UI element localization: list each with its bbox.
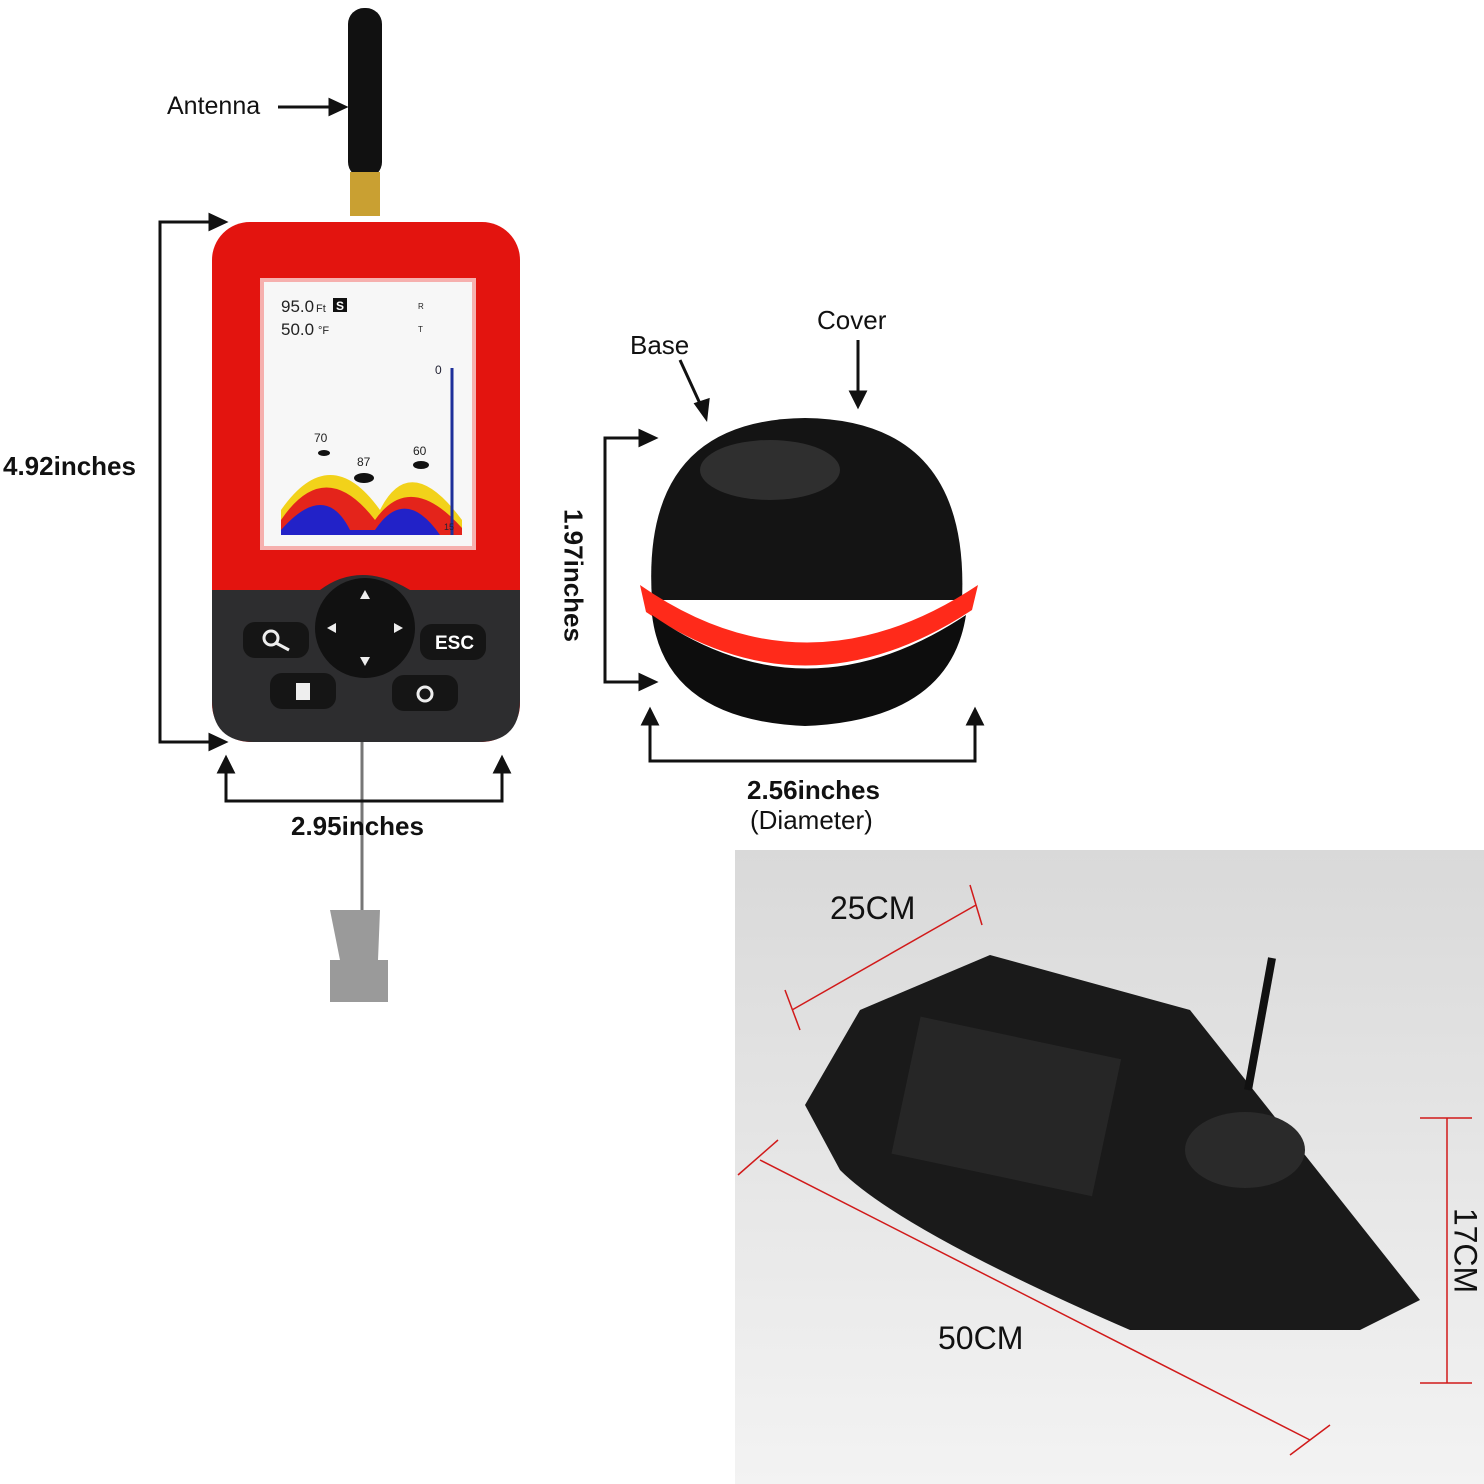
sonar-sensor <box>640 418 978 726</box>
fish-icon <box>413 461 429 469</box>
bait-boat <box>805 955 1420 1330</box>
temperature-readout: 50.0 <box>281 320 314 339</box>
fish-depth: 60 <box>413 444 427 458</box>
fish-icon <box>354 473 374 483</box>
sensor-dimension-lines <box>603 340 985 763</box>
antenna <box>348 8 382 216</box>
base-label: Base <box>630 330 690 360</box>
finder-height-label: 4.92inches <box>3 451 136 481</box>
transducer-battery-badge: T <box>418 325 423 334</box>
finder-width-label: 2.95inches <box>291 811 424 841</box>
scale-top: 0 <box>435 363 442 377</box>
antenna-label: Antenna <box>167 92 261 120</box>
menu-icon <box>296 683 310 700</box>
depth-unit: Ft <box>316 303 326 315</box>
esc-button[interactable] <box>420 624 486 660</box>
boat-width-label: 25CM <box>830 890 916 926</box>
dpad[interactable] <box>315 578 415 678</box>
temperature-unit: °F <box>318 325 329 337</box>
fish-depth: 87 <box>357 455 371 469</box>
lanyard-tag <box>330 910 388 1002</box>
mode-badge: S <box>336 299 344 313</box>
esc-label: ESC <box>435 633 474 654</box>
fish-finder-device <box>212 222 520 1002</box>
fish-icon <box>318 450 330 456</box>
diameter-note: (Diameter) <box>750 805 873 835</box>
boat-length-label: 50CM <box>938 1320 1024 1356</box>
power-button[interactable] <box>392 675 458 711</box>
bait-hopper <box>891 1016 1122 1197</box>
boat-dimension-lines <box>737 884 1472 1456</box>
mode-badge-bg <box>333 298 347 312</box>
remote-battery-badge: R <box>418 302 424 311</box>
zoom-icon <box>262 629 280 647</box>
boat-height-label: 17CM <box>1447 1207 1484 1294</box>
scale-bottom: 15 <box>444 522 454 532</box>
antenna-base <box>1185 1112 1305 1188</box>
sensor-diameter-label: 2.56inches <box>747 775 880 805</box>
cover-label: Cover <box>817 305 887 335</box>
finder-dimension-lines <box>158 212 512 803</box>
power-icon <box>416 685 434 703</box>
fish-depth: 70 <box>314 431 328 445</box>
zoom-button[interactable] <box>243 622 309 658</box>
antenna-arrow <box>278 97 349 117</box>
depth-readout: 95.0 <box>281 297 314 316</box>
sensor-height-label: 1.97inches <box>558 509 589 642</box>
